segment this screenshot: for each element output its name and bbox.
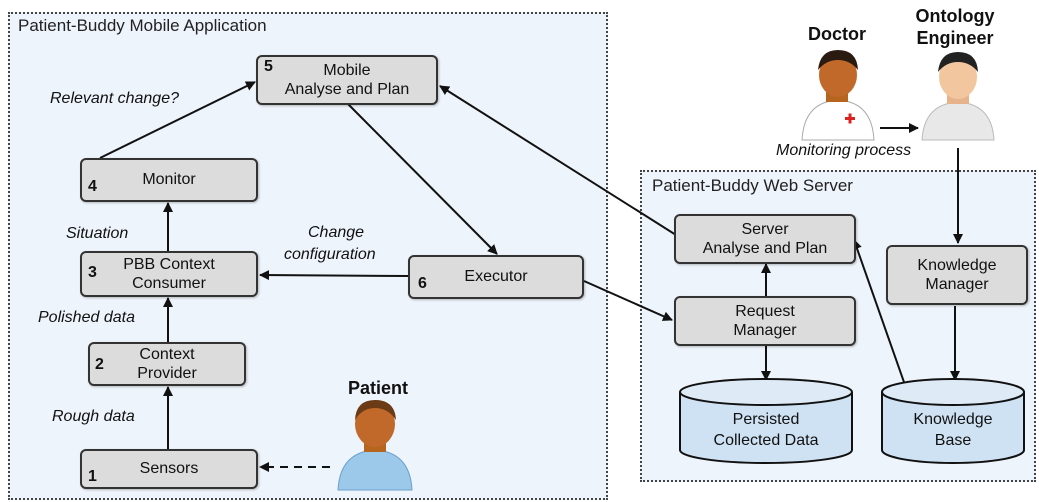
patient-icon: [337, 400, 413, 491]
server-analyse-plan-line1: Server: [741, 220, 789, 238]
request-manager-line2: Manager: [733, 322, 797, 339]
persisted-data-line2: Collected Data: [713, 431, 819, 449]
situation-label: Situation: [66, 225, 129, 242]
change-configuration-label-line2: configuration: [284, 246, 376, 263]
knowledge-manager-line2: Manager: [925, 276, 989, 293]
context-provider-line1: Context: [139, 345, 195, 363]
sensors-number: 1: [88, 468, 97, 485]
mobile-analyse-plan-line1: Mobile: [323, 61, 371, 79]
context-provider-box: Context Provider: [88, 342, 246, 386]
polished-data-label: Polished data: [38, 309, 135, 326]
knowledge-base-line1: Knowledge: [913, 411, 993, 428]
mobile-analyse-plan-number: 5: [264, 58, 273, 75]
context-consumer-line1: PBB Context: [123, 255, 215, 273]
context-provider-line2: Provider: [137, 365, 197, 382]
arrow-monitor-to-mobile-plan: [99, 81, 256, 159]
patient-name: Patient: [348, 378, 409, 398]
context-consumer-number: 3: [88, 264, 97, 281]
knowledge-base-label: Knowledge Base: [882, 410, 1024, 452]
monitor-label: Monitor: [142, 171, 196, 189]
relevant-change-label: Relevant change?: [50, 90, 179, 107]
server-analyse-plan-box: Server Analyse and Plan: [674, 214, 856, 264]
ontology-engineer-icon: [921, 52, 995, 141]
executor-number: 6: [418, 275, 427, 292]
knowledge-base-line2: Base: [934, 431, 972, 449]
monitor-number: 4: [88, 178, 97, 195]
change-configuration-label-line1: Change: [308, 224, 365, 241]
ontology-engineer-name-line1: Ontology: [915, 6, 995, 26]
monitoring-process-label: Monitoring process: [776, 142, 912, 159]
ontology-engineer-name-line2: Engineer: [916, 28, 994, 48]
doctor-icon: [801, 50, 875, 141]
arrow-kb-to-server-plan: [852, 239, 906, 386]
persisted-data-label: Persisted Collected Data: [680, 410, 852, 452]
sensors-label: Sensors: [139, 460, 199, 478]
executor-box: Executor: [408, 255, 584, 299]
arrow-server-plan-to-mobile-plan: [439, 85, 677, 236]
rough-data-label: Rough data: [52, 408, 135, 425]
arrow-executor-to-request-manager: [583, 280, 673, 321]
context-provider-number: 2: [95, 356, 104, 373]
request-manager-box: Request Manager: [674, 296, 856, 346]
executor-label: Executor: [464, 268, 528, 286]
mobile-app-region-title: Patient-Buddy Mobile Application: [18, 16, 267, 35]
sensors-box: Sensors: [80, 449, 258, 489]
monitor-box: Monitor: [80, 158, 258, 202]
web-server-region-title: Patient-Buddy Web Server: [652, 176, 853, 195]
knowledge-base-db-shape: [881, 378, 1025, 464]
persisted-data-line1: Persisted: [732, 411, 800, 428]
doctor-name: Doctor: [808, 24, 866, 44]
context-consumer-line2: Consumer: [132, 275, 206, 292]
arrow-executor-to-consumer: [259, 270, 409, 281]
context-consumer-box: PBB Context Consumer: [80, 251, 258, 297]
knowledge-manager-line1: Knowledge: [917, 256, 997, 274]
mobile-analyse-plan-line2: Analyse and Plan: [284, 81, 410, 98]
mobile-analyse-plan-box: Mobile Analyse and Plan: [256, 55, 438, 105]
persisted-data-db-shape: [679, 378, 853, 464]
request-manager-line1: Request: [735, 302, 795, 320]
knowledge-manager-box: Knowledge Manager: [886, 245, 1028, 305]
arrow-mobile-plan-to-executor: [347, 103, 498, 255]
server-analyse-plan-line2: Analyse and Plan: [702, 240, 828, 257]
